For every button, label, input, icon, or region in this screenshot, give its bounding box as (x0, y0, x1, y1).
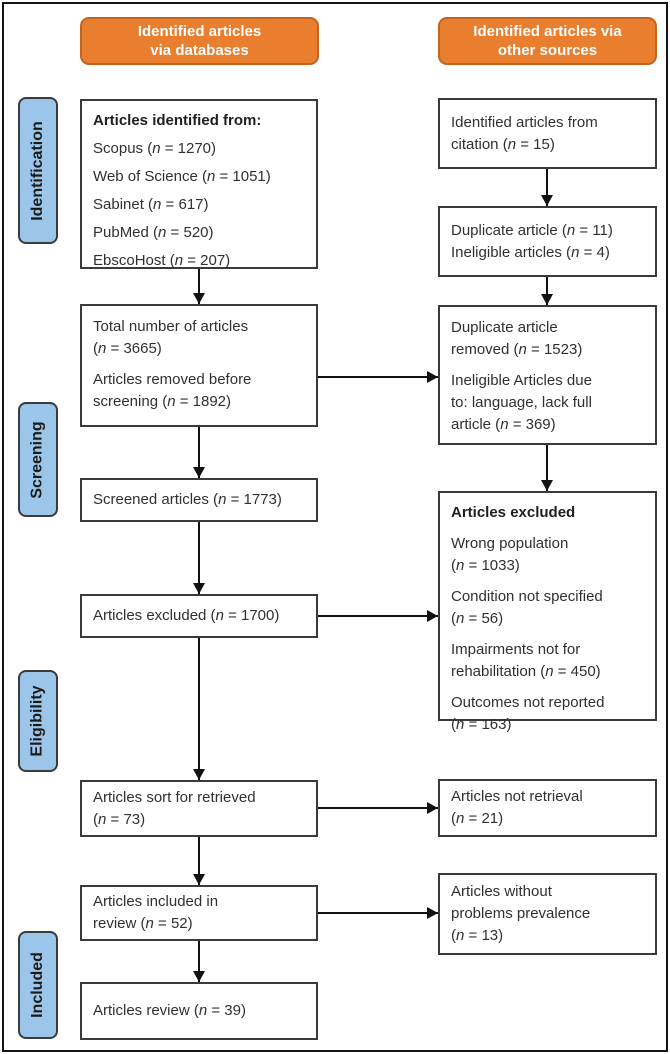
box-identified-from-citation: Identified articles from citation (n = 1… (438, 98, 657, 169)
text-line: Articles sort for retrieved (93, 788, 256, 806)
source-count-sabinet: Sabinet (n = 617) (93, 196, 209, 213)
exclusion-reason: Wrong population (n = 1033) (451, 533, 644, 577)
stage-label-eligibility: Eligibility (18, 670, 58, 772)
text-line: review (n = 52) (93, 915, 193, 932)
stage-label-screening: Screening (18, 402, 58, 517)
box-articles-excluded-count: Articles excluded (n = 1700) (80, 594, 318, 638)
text-line: Outcomes not reported (451, 694, 605, 711)
source-count-pubmed: PubMed (n = 520) (93, 224, 214, 241)
arrow-down-sort-to-included (198, 837, 200, 885)
text-line: Ineligible Articles due (451, 372, 592, 389)
paragraph: Articles removed before screening (n = 1… (93, 369, 305, 413)
text-line: (n = 163) (451, 716, 512, 733)
box-articles-identified-from: Articles identified from: Scopus (n = 12… (80, 99, 318, 269)
text-line: Screened articles (n = 1773) (93, 491, 282, 508)
text-line: Articles included in (93, 893, 219, 910)
text-line: to: language, lack full (451, 394, 592, 411)
arrow-right-included-to-without-prevalence (318, 912, 438, 914)
paragraph: Duplicate article removed (n = 1523) (451, 317, 644, 361)
source-count-web-of-science: Web of Science (n = 1051) (93, 168, 271, 185)
source-count-ebscohost: EbscoHost (n = 207) (93, 252, 231, 269)
text-line: Total number of articles (93, 318, 249, 335)
stage-text: Identification (29, 120, 46, 221)
text-line: Articles excluded (n = 1700) (93, 607, 280, 624)
box-articles-review: Articles review (n = 39) (80, 982, 318, 1040)
box-articles-without-problems-prevalence: Articles without problems prevalence (n … (438, 873, 657, 955)
source-count-scopus: Scopus (n = 1270) (93, 140, 217, 157)
arrow-right-sort-to-not-retrieval (318, 807, 438, 809)
text-line: rehabilitation (n = 450) (451, 663, 601, 680)
arrow-down-citation-to-duplicate (546, 169, 548, 206)
box-screened-articles: Screened articles (n = 1773) (80, 478, 318, 522)
arrow-down-duplicate-to-removed (546, 277, 548, 305)
text-line: (n = 56) (451, 610, 504, 627)
exclusion-reason: Impairments not for rehabilitation (n = … (451, 639, 644, 683)
text-line: removed (n = 1523) (451, 341, 583, 358)
text-line: Articles review (n = 39) (93, 1002, 246, 1019)
text-line: Wrong population (451, 535, 569, 552)
stage-text: Eligibility (29, 685, 46, 757)
arrow-right-total-to-removed (318, 376, 438, 378)
text-line: Duplicate article (451, 319, 558, 336)
header-line: via databases (150, 42, 249, 59)
paragraph: Ineligible Articles due to: language, la… (451, 370, 644, 436)
exclusion-reason: Outcomes not reported (n = 163) (451, 692, 644, 736)
text-line: screening (n = 1892) (93, 393, 232, 410)
text-line: Ineligible articles (n = 4) (451, 243, 610, 261)
stage-label-included: Included (18, 931, 58, 1039)
box-total-articles-removed: Total number of articles (n = 3665) Arti… (80, 304, 318, 427)
paragraph: Total number of articles (n = 3665) (93, 316, 305, 360)
text-line: article (n = 369) (451, 416, 556, 433)
text-line: (n = 13) (451, 927, 504, 944)
text-line: Articles not retrieval (451, 788, 583, 805)
text-line: (n = 73) (93, 810, 146, 828)
header-line: Identified articles (137, 23, 262, 40)
arrow-down-excluded-to-sort (198, 638, 200, 780)
stage-text: Screening (29, 420, 47, 499)
header-identified-via-other-sources: Identified articles via other sources (438, 17, 657, 65)
header-line: other sources (497, 42, 598, 59)
box-duplicate-ineligible: Duplicate article (n = 11) Ineligible ar… (438, 206, 657, 277)
box-articles-sort-for-retrieved: Articles sort for retrieved (n = 73) (80, 780, 318, 837)
header-identified-via-databases: Identified articles via databases (80, 17, 319, 65)
exclusion-reason: Condition not specified (n = 56) (451, 586, 644, 630)
text-line: (n = 21) (451, 810, 504, 827)
text-line: Identified articles from (451, 113, 598, 131)
arrow-down-total-to-screened (198, 427, 200, 478)
box-title: Articles excluded (451, 504, 576, 521)
arrow-down-included-to-review (198, 941, 200, 982)
arrow-down-screened-to-excluded (198, 522, 200, 594)
header-line: Identified articles via (473, 23, 622, 40)
text-line: Condition not specified (451, 588, 603, 605)
arrow-down-identified-to-total (198, 269, 200, 304)
text-line: Duplicate article (n = 11) (451, 221, 613, 239)
stage-label-identification: Identification (18, 97, 58, 244)
text-line: Impairments not for (451, 641, 581, 658)
box-articles-excluded-reasons: Articles excluded Wrong population (n = … (438, 491, 657, 733)
box-articles-not-retrieval: Articles not retrieval (n = 21) (438, 779, 657, 837)
box-duplicate-removed-ineligible: Duplicate article removed (n = 1523) Ine… (438, 305, 657, 445)
text-line: (n = 1033) (451, 557, 520, 574)
text-line: (n = 3665) (93, 340, 162, 357)
text-line: citation (n = 15) (451, 135, 555, 153)
stage-text: Included (29, 952, 46, 1018)
text-line: problems prevalence (451, 905, 591, 922)
box-articles-included-in-review: Articles included in review (n = 52) (80, 885, 318, 941)
box-title: Articles identified from: (93, 112, 262, 129)
arrow-right-excluded-to-reasons (318, 615, 438, 617)
text-line: Articles removed before (93, 371, 252, 388)
arrow-down-removed-to-excluded (546, 445, 548, 491)
text-line: Articles without (451, 883, 552, 900)
